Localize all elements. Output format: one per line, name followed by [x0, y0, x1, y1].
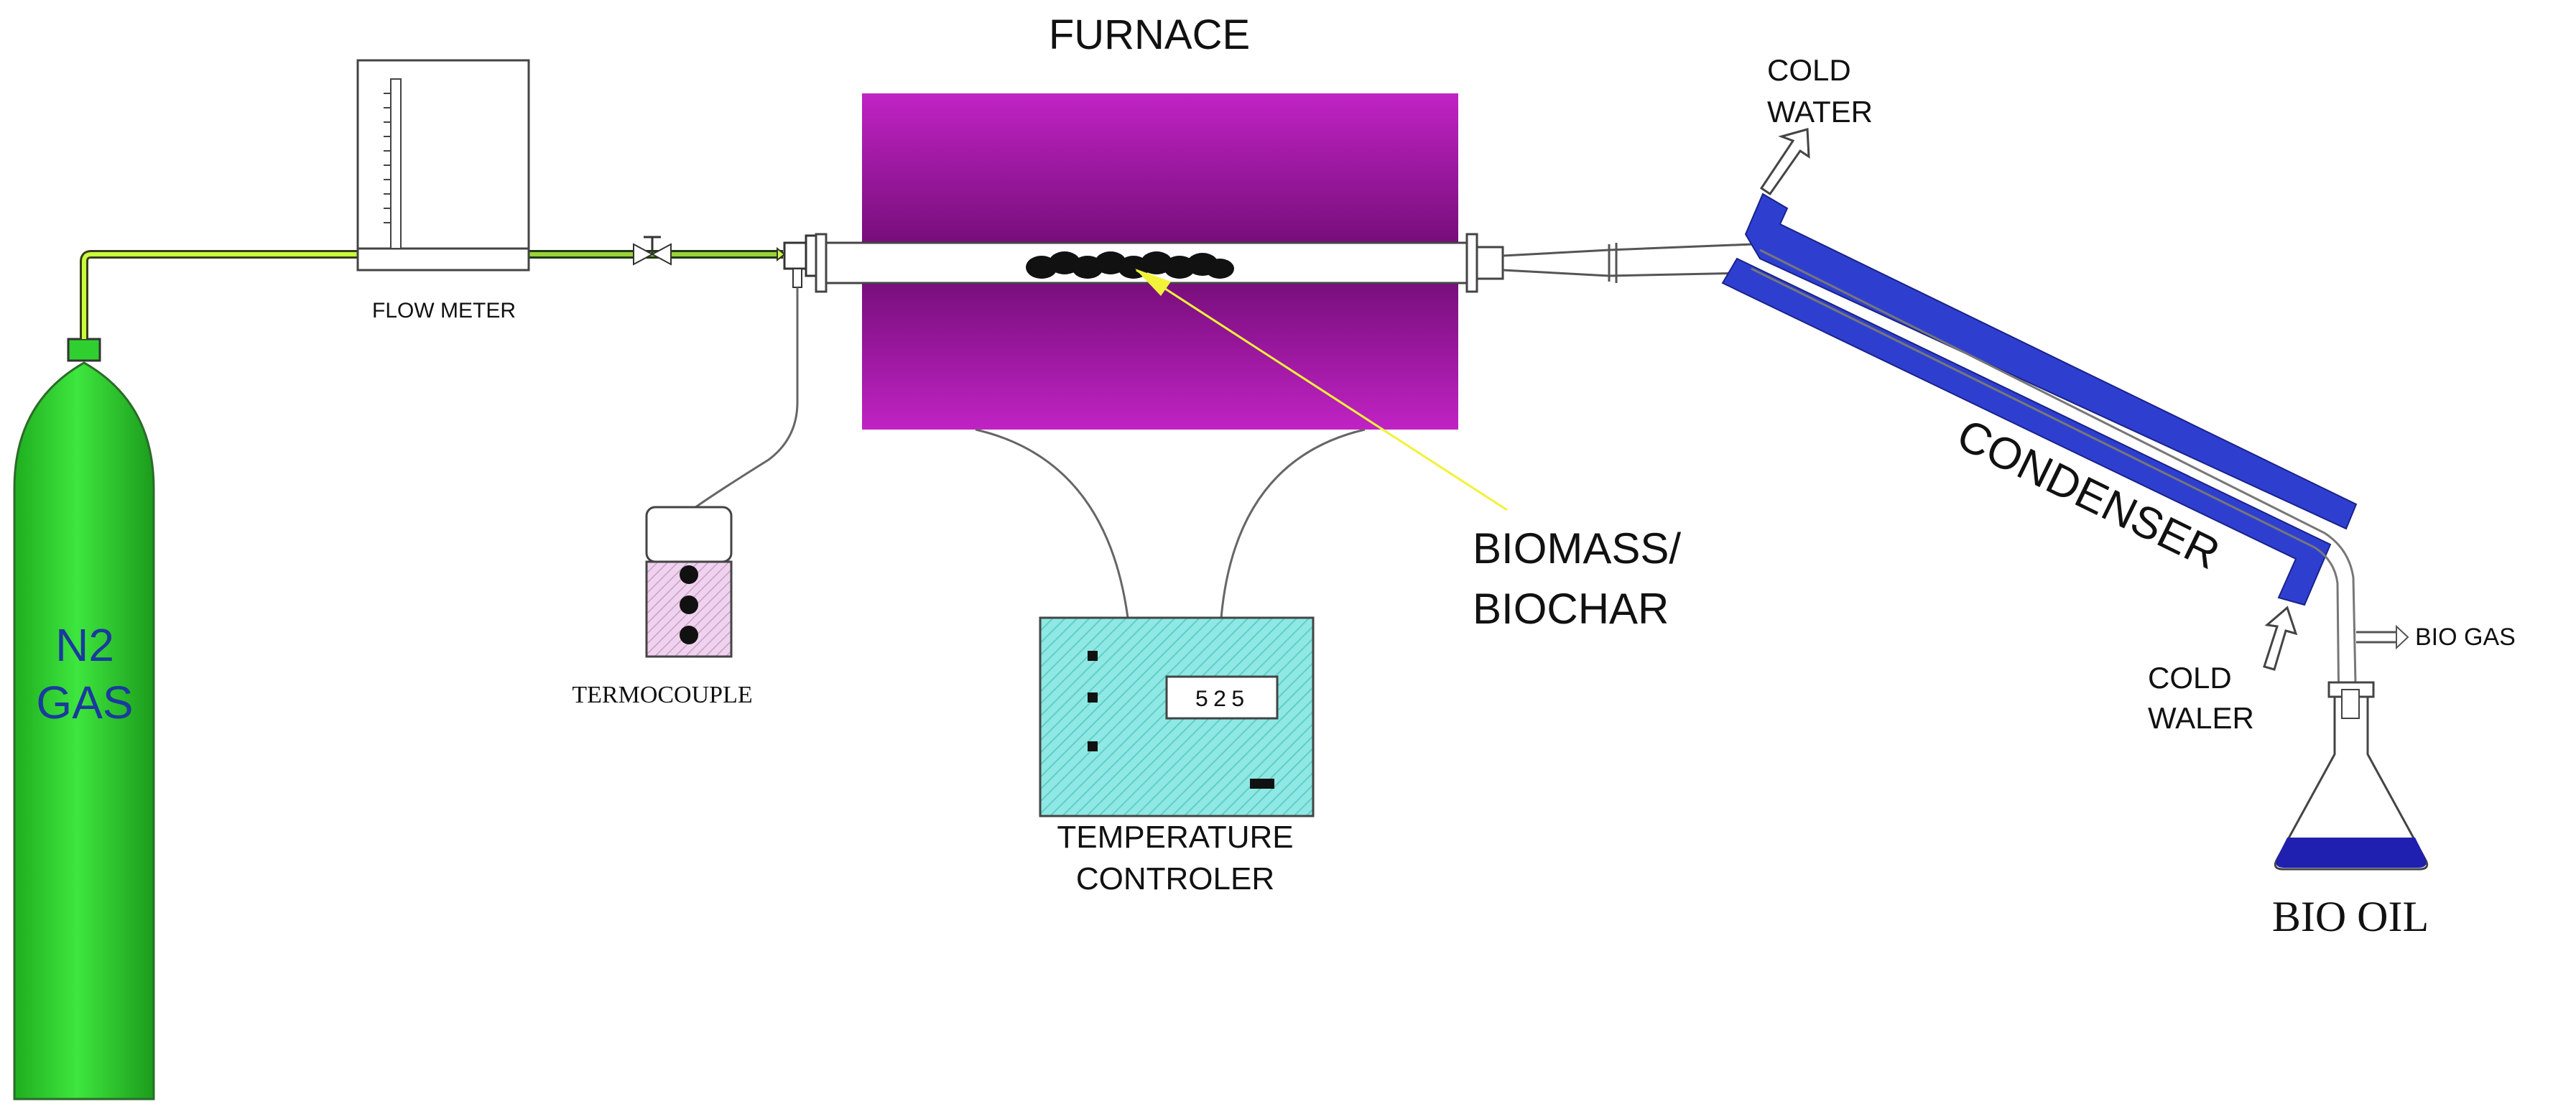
condenser-jacket-lower	[1721, 257, 2332, 606]
arrow-up-right-icon	[2263, 606, 2298, 671]
cold-water-inlet: COLD WALER	[2148, 606, 2298, 735]
n2-gas-cylinder: N2 GAS	[13, 338, 155, 1100]
condenser-inner-tube	[1759, 249, 2358, 719]
flask-body	[2274, 688, 2429, 871]
cold-water-outlet: COLD WATER	[1759, 53, 1873, 196]
bio-oil-label: BIO OIL	[2272, 893, 2429, 940]
bio-oil-liquid	[2276, 838, 2427, 868]
controller-display	[1165, 675, 1279, 720]
controller-button-2	[1088, 692, 1098, 703]
bio-gas-label: BIO GAS	[2415, 624, 2516, 651]
termocouple-label: TERMOCOUPLE	[572, 682, 752, 708]
arrow-up-right-icon	[1759, 128, 1810, 196]
bio-gas-outlet: BIO GAS	[2356, 624, 2516, 651]
controller-switch	[1250, 779, 1274, 789]
cold-water-bottom-label-1: COLD	[2148, 661, 2232, 695]
termocouple: TERMOCOUPLE	[572, 287, 799, 708]
flask-inlet-tube	[2341, 689, 2360, 719]
outlet-tube	[1502, 243, 1764, 283]
condenser: CONDENSER	[1721, 193, 2358, 719]
cylinder-body	[13, 361, 155, 1100]
temperature-controller-label-1: TEMPERATURE	[1057, 820, 1293, 855]
temperature-controller: 525 TEMPERATURE CONTROLER	[1039, 616, 1315, 896]
cylinder-valve-cap	[67, 338, 101, 362]
flow-meter-scale	[384, 93, 391, 223]
termocouple-vial-cap	[645, 506, 733, 563]
cold-water-top-label-1: COLD	[1767, 53, 1851, 87]
valve-icon	[633, 236, 672, 266]
temperature-controller-label-2: CONTROLER	[1076, 861, 1274, 896]
reactor-inlet-fitting	[777, 234, 817, 288]
flow-meter: FLOW METER	[356, 59, 530, 323]
furnace-label: FURNACE	[1049, 11, 1250, 58]
controller-button-3	[1088, 741, 1098, 751]
biomass-label-2: BIOCHAR	[1473, 585, 1669, 633]
controller-display-value: 525	[1195, 687, 1249, 713]
gas-label: GAS	[36, 677, 133, 728]
furnace: FURNACE	[862, 11, 1458, 430]
controller-wires	[975, 428, 1366, 618]
flow-meter-base	[356, 247, 530, 272]
condenser-jacket-upper	[1744, 193, 2358, 530]
controller-button-1	[1088, 651, 1098, 661]
biomass-pointer: BIOMASS/ BIOCHAR	[1135, 269, 1681, 633]
biomass-label-1: BIOMASS/	[1473, 524, 1681, 573]
cold-water-top-label-2: WATER	[1767, 95, 1873, 129]
cold-water-bottom-label-2: WALER	[2148, 701, 2254, 735]
collection-flask: BIO OIL	[2272, 681, 2429, 940]
flow-meter-label: FLOW METER	[372, 299, 516, 323]
flow-meter-tube	[390, 78, 402, 249]
n2-label: N2	[55, 619, 114, 671]
flow-meter-body	[356, 59, 530, 250]
